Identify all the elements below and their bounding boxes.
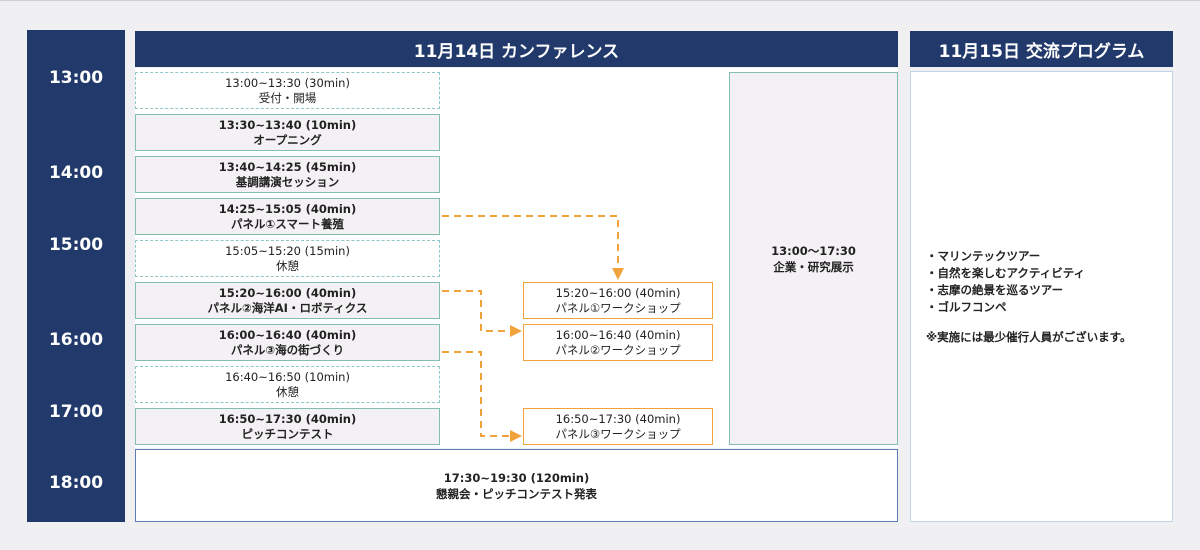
workshop-panel-3: 16:50~17:30 (40min) パネル③ワークショップ: [523, 408, 713, 445]
arrowhead-icon: [510, 430, 522, 442]
session-title: 基調講演セッション: [235, 174, 340, 189]
session-title: 受付・開場: [258, 90, 317, 105]
day2-area: [910, 71, 1173, 522]
day1-header: 11月14日 カンファレンス: [135, 31, 898, 67]
session-title: 休憩: [276, 258, 299, 273]
exhibition-title: 企業・研究展示: [773, 259, 854, 274]
session-time: 13:40~14:25 (45min): [218, 159, 357, 174]
top-divider: [0, 0, 1200, 1]
session-break-1: 15:05~15:20 (15min) 休憩: [135, 240, 440, 277]
arrowhead-icon: [510, 325, 522, 337]
workshop-time: 15:20~16:00 (40min): [555, 285, 681, 300]
workshop-title: パネル①ワークショップ: [555, 300, 681, 315]
session-time: 15:05~15:20 (15min): [225, 243, 350, 258]
session-time: 13:30~13:40 (10min): [218, 117, 357, 132]
session-panel-3: 16:00~16:40 (40min) パネル③海の街づくり: [135, 324, 440, 361]
exhibition-block: 13:00〜17:30 企業・研究展示: [729, 72, 898, 445]
party-time: 17:30~19:30 (120min): [443, 470, 590, 485]
time-label: 18:00: [48, 473, 104, 493]
program-item: ・志摩の絶景を巡るツアー: [926, 283, 1064, 297]
session-reception: 13:00~13:30 (30min) 受付・開場: [135, 72, 440, 109]
session-time: 16:40~16:50 (10min): [225, 369, 350, 384]
workshop-panel-1: 15:20~16:00 (40min) パネル①ワークショップ: [523, 282, 713, 319]
session-time: 15:20~16:00 (40min): [218, 285, 357, 300]
session-title: パネル③海の街づくり: [230, 342, 345, 357]
program-item: ・マリンテックツアー: [926, 249, 1041, 263]
program-note: ※実施には最少催行人員がございます。: [926, 330, 1132, 344]
session-keynote: 13:40~14:25 (45min) 基調講演セッション: [135, 156, 440, 193]
session-opening: 13:30~13:40 (10min) オープニング: [135, 114, 440, 151]
party-title: 懇親会・ピッチコンテスト発表: [436, 486, 597, 501]
time-label: 15:00: [48, 235, 104, 255]
session-title: 休憩: [276, 384, 299, 399]
session-panel-2: 15:20~16:00 (40min) パネル②海洋AI・ロボティクス: [135, 282, 440, 319]
reception-party-block: 17:30~19:30 (120min) 懇親会・ピッチコンテスト発表: [135, 449, 898, 522]
session-title: パネル①スマート養殖: [231, 216, 344, 231]
exhibition-time: 13:00〜17:30: [771, 243, 856, 258]
program-item: ・自然を楽しむアクティビティ: [926, 266, 1086, 280]
arrow-panel-1-connector: [442, 215, 619, 268]
arrow-panel-2-connector: [442, 290, 510, 332]
time-label: 13:00: [48, 68, 104, 88]
workshop-time: 16:00~16:40 (40min): [555, 327, 681, 342]
program-item: ・ゴルフコンペ: [926, 300, 1007, 314]
session-title: オープニング: [253, 132, 322, 147]
session-title: パネル②海洋AI・ロボティクス: [207, 300, 368, 315]
session-pitch: 16:50~17:30 (40min) ピッチコンテスト: [135, 408, 440, 445]
workshop-title: パネル②ワークショップ: [555, 342, 681, 357]
time-label: 16:00: [48, 330, 104, 350]
session-title: ピッチコンテスト: [241, 426, 334, 441]
session-time: 14:25~15:05 (40min): [218, 201, 357, 216]
workshop-time: 16:50~17:30 (40min): [555, 411, 681, 426]
session-time: 16:50~17:30 (40min): [218, 411, 357, 426]
time-label: 14:00: [48, 163, 104, 183]
session-panel-1: 14:25~15:05 (40min) パネル①スマート養殖: [135, 198, 440, 235]
workshop-panel-2: 16:00~16:40 (40min) パネル②ワークショップ: [523, 324, 713, 361]
program-list: ・マリンテックツアー ・自然を楽しむアクティビティ ・志摩の絶景を巡るツアー ・…: [926, 248, 1085, 316]
session-break-2: 16:40~16:50 (10min) 休憩: [135, 366, 440, 403]
time-label: 17:00: [48, 402, 104, 422]
session-time: 16:00~16:40 (40min): [218, 327, 357, 342]
session-time: 13:00~13:30 (30min): [225, 75, 350, 90]
workshop-title: パネル③ワークショップ: [555, 426, 681, 441]
arrowhead-icon: [612, 268, 624, 280]
arrow-panel-3-connector: [442, 351, 510, 437]
day2-header: 11月15日 交流プログラム: [910, 31, 1173, 67]
time-column: [27, 30, 125, 522]
